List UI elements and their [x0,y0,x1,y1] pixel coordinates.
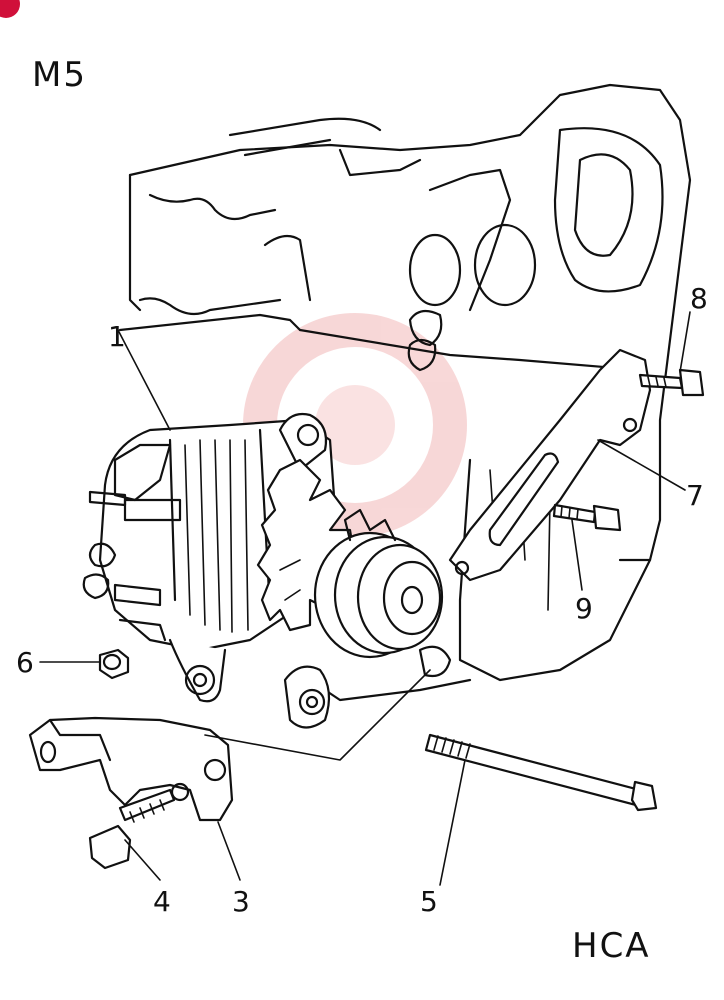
code-label: HCA [572,926,651,966]
bolt-5 [424,733,658,812]
alternator [82,412,357,729]
leader-hole [204,669,431,761]
lower-bracket [28,716,234,822]
leader-3 [217,821,241,881]
callout-1: 1 [108,320,126,353]
callout-3: 3 [232,885,250,918]
bolt-4 [88,788,176,870]
alternator-pulley [313,508,444,659]
adjusting-bracket [448,348,652,582]
callout-9: 9 [575,592,593,625]
callout-7: 7 [686,479,704,512]
model-label: M5 [32,55,87,95]
bolt-8 [638,368,705,397]
leader-1 [117,329,171,431]
callout-4: 4 [153,885,171,918]
corner-badge [0,0,20,18]
leader-9 [571,519,583,591]
leader-4 [124,839,161,881]
leader-7 [597,439,686,491]
watermark-logo [243,313,467,537]
callout-5: 5 [420,885,438,918]
leader-5 [439,759,466,886]
nut-6 [98,648,130,680]
callout-6: 6 [16,646,34,679]
leader-lines [39,311,691,886]
bolt-9 [552,503,622,532]
callout-8: 8 [690,282,708,315]
leader-8 [679,311,691,373]
